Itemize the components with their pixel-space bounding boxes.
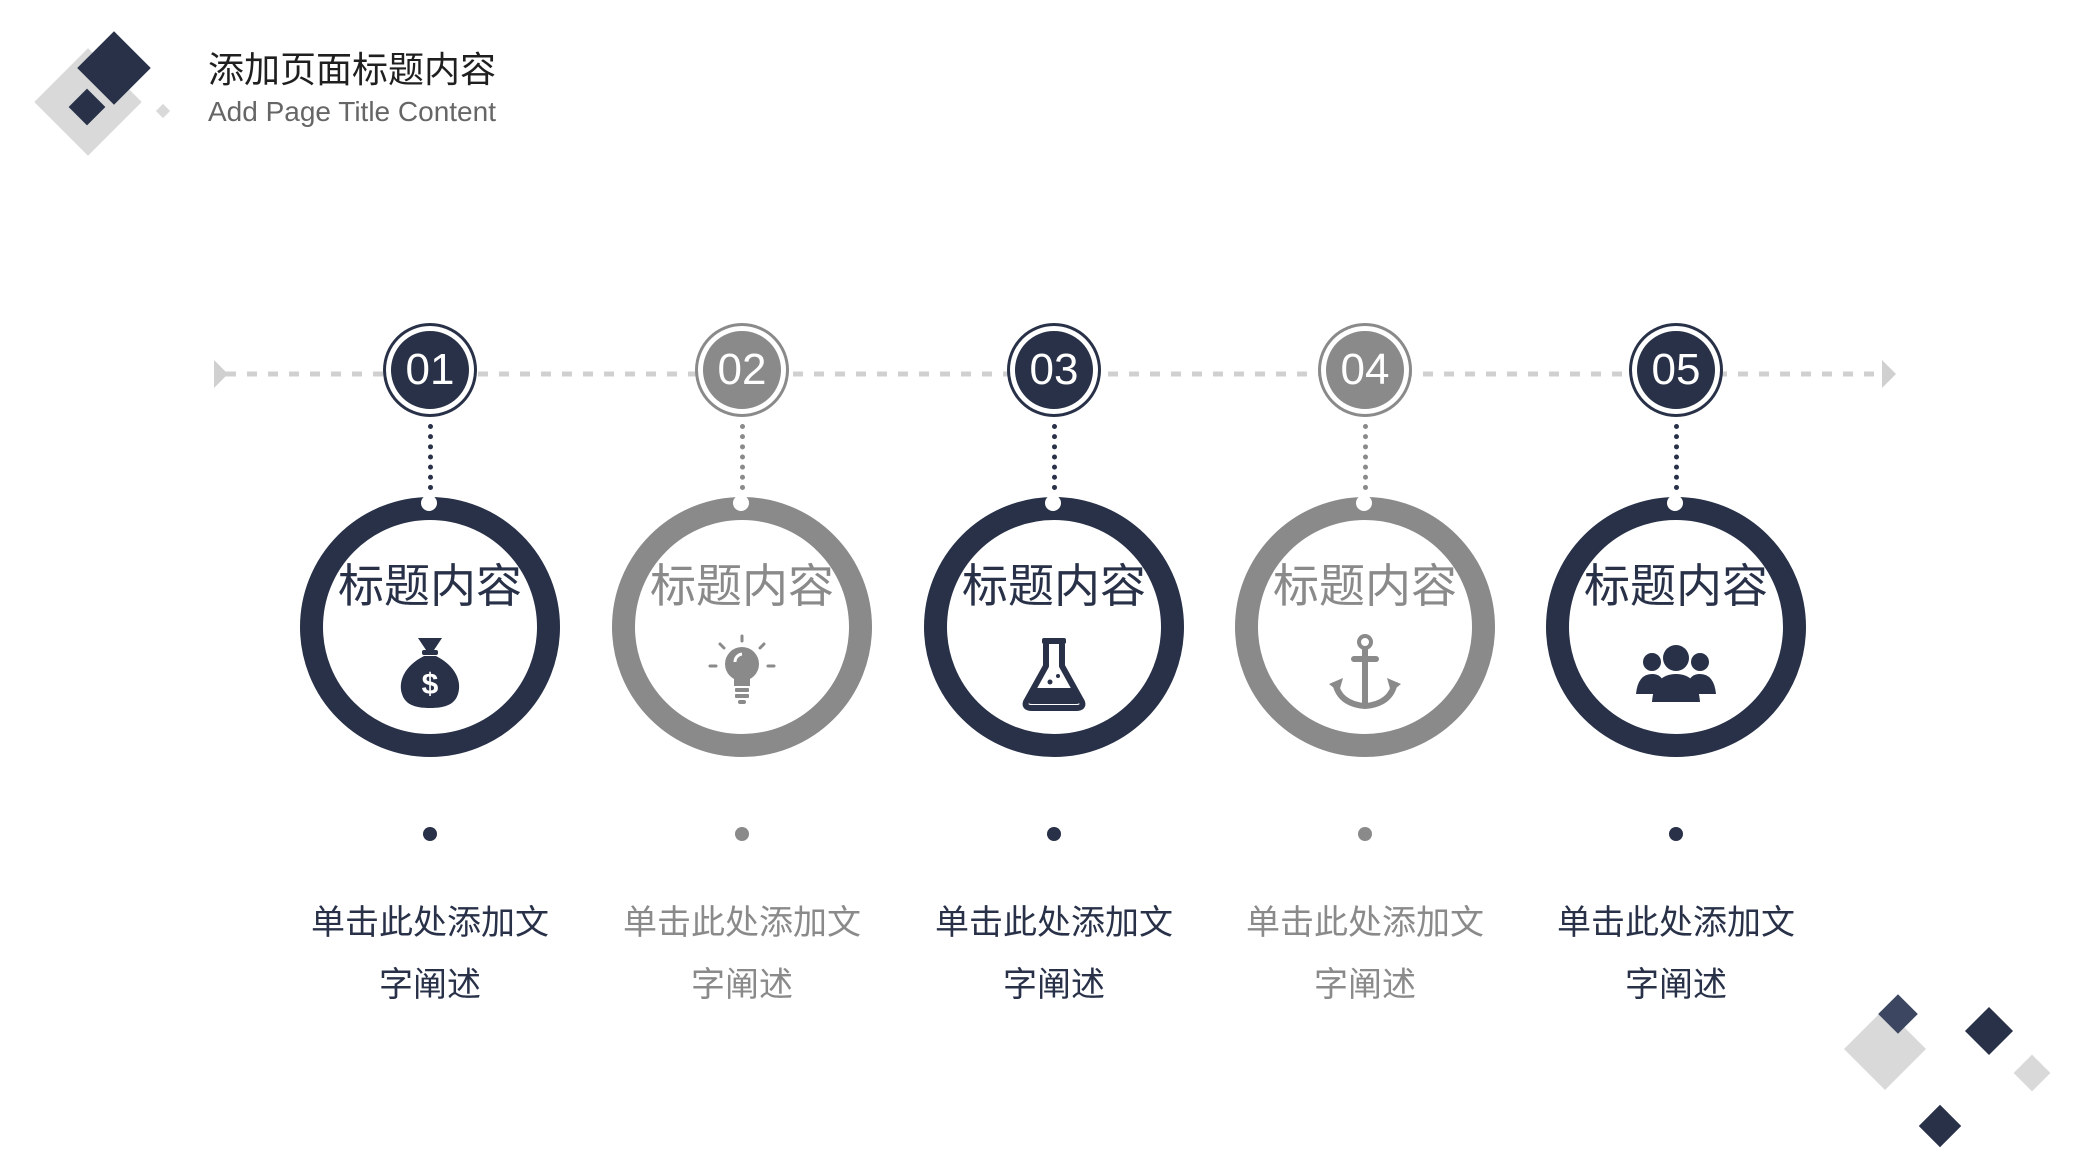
step-5: 05 标题内容 单击此处添加文 字阐述: [1536, 0, 1816, 1174]
ring-marker-dot: [1045, 495, 1061, 511]
step-description-line2: 字阐述: [379, 965, 481, 1005]
step-description: 单击此处添加文 字阐述: [1225, 892, 1505, 1016]
ring-marker-dot: [1356, 495, 1372, 511]
step-ring: [612, 497, 872, 757]
step-description-line1: 单击此处添加文: [935, 903, 1173, 943]
page-subtitle: Add Page Title Content: [208, 96, 496, 127]
step-ring: [300, 497, 560, 757]
step-title: 标题内容: [338, 559, 522, 613]
step-title: 标题内容: [1584, 559, 1768, 613]
step-dot: [735, 827, 749, 841]
step-4: 04 标题内容 单击此处添加文 字阐述: [1225, 0, 1505, 1174]
step-connector: [428, 424, 433, 490]
step-connector: [1674, 424, 1679, 490]
ring-marker-dot: [733, 495, 749, 511]
step-dot: [1669, 827, 1683, 841]
step-description-line2: 字阐述: [1003, 965, 1105, 1005]
step-title: 标题内容: [1273, 559, 1457, 613]
step-description-line2: 字阐述: [1625, 965, 1727, 1005]
svg-text:$: $: [422, 668, 439, 701]
step-number-badge: 03: [1010, 326, 1098, 414]
step-description: 单击此处添加文 字阐述: [914, 892, 1194, 1016]
step-description: 单击此处添加文 字阐述: [290, 892, 570, 1016]
people-group-icon: [1636, 645, 1716, 702]
step-connector: [1052, 424, 1057, 490]
step-description-line1: 单击此处添加文: [623, 903, 861, 943]
step-ring: [924, 497, 1184, 757]
step-description-line1: 单击此处添加文: [1557, 903, 1795, 943]
step-description-line2: 字阐述: [691, 965, 793, 1005]
step-number-badge: 05: [1632, 326, 1720, 414]
step-connector: [1363, 424, 1368, 490]
money-bag-icon: $: [400, 638, 460, 708]
lightbulb-icon: [708, 634, 776, 704]
ring-marker-dot: [421, 495, 437, 511]
step-dot: [1358, 827, 1372, 841]
step-dot: [1047, 827, 1061, 841]
step-number-badge: 02: [698, 326, 786, 414]
step-title: 标题内容: [962, 559, 1146, 613]
ring-marker-dot: [1667, 495, 1683, 511]
step-description: 单击此处添加文 字阐述: [1536, 892, 1816, 1016]
step-number-badge: 04: [1321, 326, 1409, 414]
step-description-line1: 单击此处添加文: [311, 903, 549, 943]
step-1: 01 标题内容 $ 单击此处添加文 字阐述: [290, 0, 570, 1174]
step-2: 02 标题内容 单击此处添加文 字阐述: [602, 0, 882, 1174]
step-title: 标题内容: [650, 559, 834, 613]
timeline-arrow-left: [214, 360, 228, 388]
step-ring: [1546, 497, 1806, 757]
step-3: 03 标题内容 单击此处添加文 字阐述: [914, 0, 1194, 1174]
step-dot: [423, 827, 437, 841]
timeline-arrow-right: [1882, 360, 1896, 388]
step-description-line1: 单击此处添加文: [1246, 903, 1484, 943]
step-ring: [1235, 497, 1495, 757]
step-number-badge: 01: [386, 326, 474, 414]
page-title: 添加页面标题内容: [208, 50, 497, 91]
flask-icon: [1022, 638, 1086, 711]
step-connector: [740, 424, 745, 490]
anchor-icon: [1329, 634, 1401, 710]
step-description-line2: 字阐述: [1314, 965, 1416, 1005]
step-description: 单击此处添加文 字阐述: [602, 892, 882, 1016]
